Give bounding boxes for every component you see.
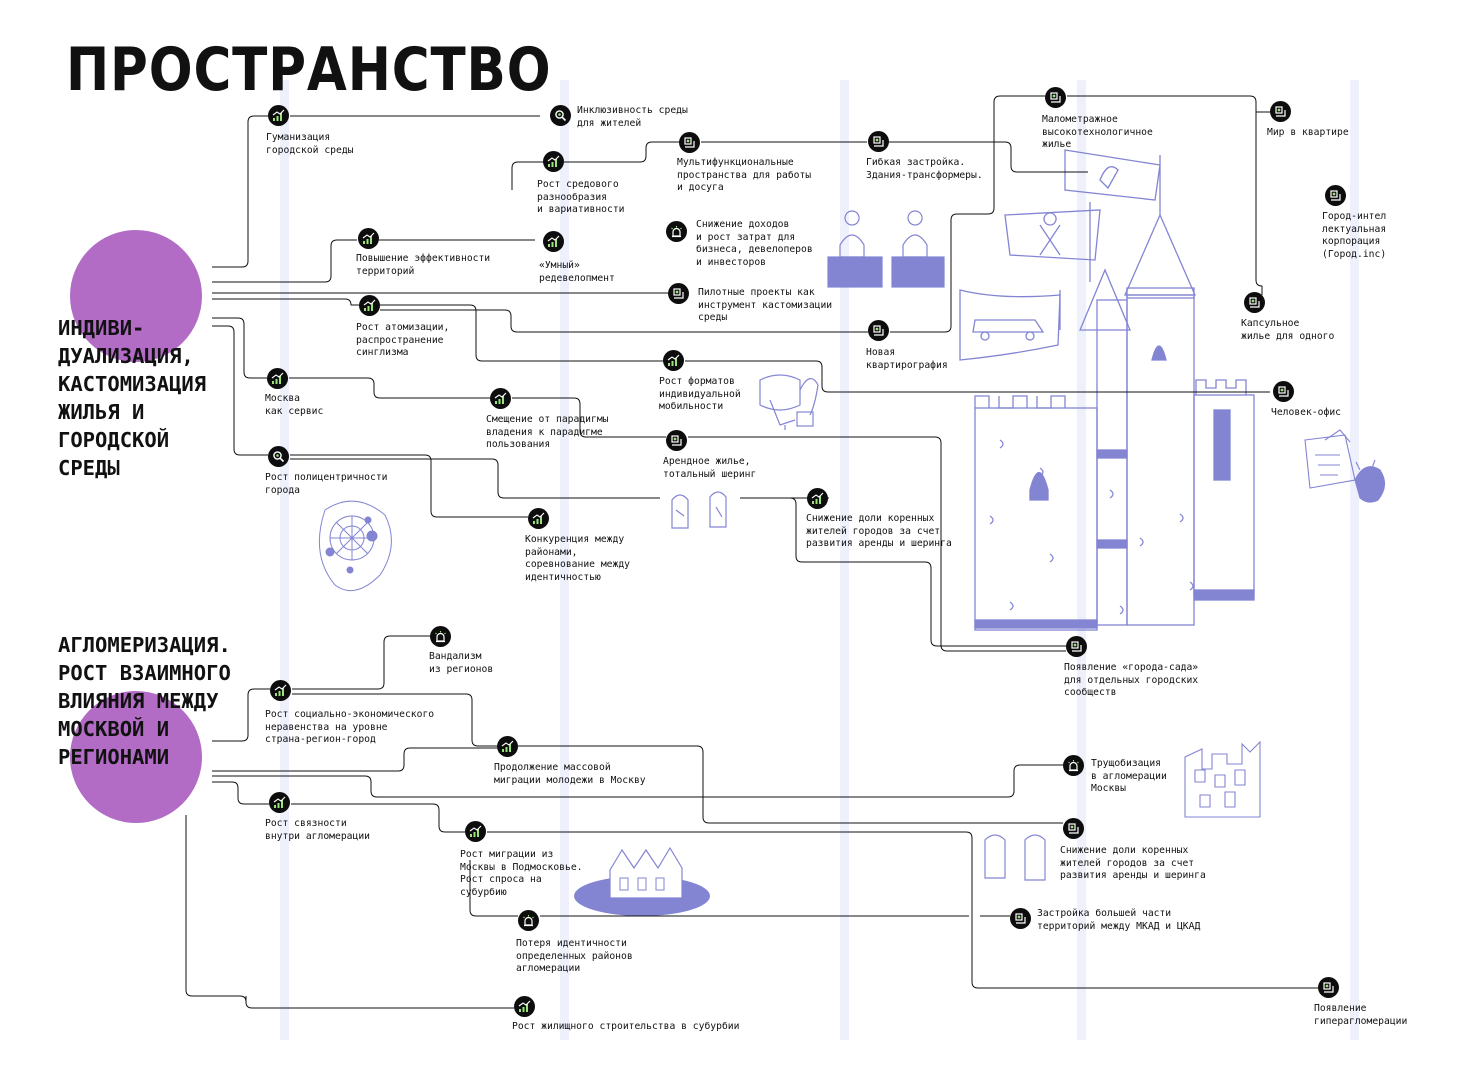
trend-icon [359, 295, 380, 316]
node-poyavlenie-giper: Появление гиперагломерации [1314, 1003, 1408, 1027]
trend-icon [490, 388, 511, 409]
individualization-heading: ИНДИВИ- ДУАЛИЗАЦИЯ, КАСТОМИЗАЦИЯ ЖИЛЬЯ И… [58, 316, 207, 480]
node-snizhenie-doli-2: Снижение доли коренных жителей городов з… [1060, 845, 1206, 882]
polycentric-map-illustration [318, 500, 392, 592]
alert-icon [666, 221, 687, 242]
agglomeration-heading: АГЛОМЕРИЗАЦИЯ. РОСТ ВЗАИМНОГО ВЛИЯНИЯ МЕ… [58, 633, 231, 769]
mobility-illustration [759, 374, 819, 430]
pattern-icon [1010, 908, 1031, 929]
node-rost-socialno: Рост социально-экономического неравенств… [265, 709, 435, 746]
node-gibkaya: Гибкая застройка. Здания-трансформеры. [866, 157, 983, 181]
trend-icon [807, 488, 828, 509]
node-rost-policentr: Рост полицентричности города [265, 472, 388, 496]
trend-icon [465, 821, 486, 842]
trend-icon [543, 231, 564, 252]
alert-icon [518, 910, 539, 931]
pattern-icon [868, 131, 889, 152]
node-rost-svyaznosti: Рост связности внутри агломерации [265, 818, 370, 842]
search-icon [550, 105, 571, 126]
pattern-icon [1063, 818, 1084, 839]
trend-icon [269, 792, 290, 813]
node-arendnoe: Арендное жилье, тотальный шеринг [663, 456, 757, 480]
node-prodolzhenie: Продолжение массовой миграции молодежи в… [494, 762, 646, 786]
pattern-icon [666, 430, 687, 451]
search-icon [268, 446, 289, 467]
pattern-icon [1318, 977, 1339, 998]
pattern-icon [1045, 87, 1066, 108]
slum-illustration [1184, 740, 1261, 818]
node-rost-atomizacii: Рост атомизации, распространение синглиз… [356, 322, 450, 359]
node-chelovek-ofis: Человек-офис [1271, 407, 1341, 418]
trend-icon [497, 736, 518, 757]
pattern-icon [1270, 101, 1291, 122]
page-title: ПРОСТРАНСТВО [66, 35, 552, 105]
individualization-circle [70, 230, 202, 362]
trend-icon [268, 105, 289, 126]
pattern-icon [679, 132, 700, 153]
node-umny: «Умный» редевелопмент [539, 260, 615, 284]
background-stripes [280, 80, 1359, 1040]
node-pilotnye: Пилотные проекты как инструмент кастомиз… [698, 287, 833, 324]
laptops-illustration [827, 210, 945, 288]
node-vandalizm: Вандализм из регионов [429, 651, 494, 675]
node-moskva-servis: Москва как сервис [265, 393, 324, 417]
node-novaya: Новая квартирография [866, 347, 948, 371]
node-konkurenciya: Конкуренция между районами, соревнование… [525, 534, 630, 583]
node-smeschenie: Смещение от парадигмы владения к парадиг… [486, 414, 609, 451]
trend-icon [663, 350, 684, 371]
hands-illustration [671, 491, 1046, 881]
node-rost-sredovogo: Рост средового разнообразия и вариативно… [537, 179, 625, 216]
pattern-icon [1244, 292, 1265, 313]
node-gorod-intel: Город-интел лектуальная корпорация (Горо… [1322, 211, 1387, 260]
node-malometr: Малометражное высокотехнологичное жилье [1042, 114, 1153, 151]
connector-lines [185, 95, 1318, 1009]
pattern-icon [668, 283, 689, 304]
trend-icon [528, 508, 549, 529]
pattern-icon [1273, 381, 1294, 402]
node-poterya: Потеря идентичности определенных районов… [516, 938, 633, 975]
pattern-icon [1325, 185, 1346, 206]
trend-icon [543, 151, 564, 172]
castle-illustration [959, 149, 1255, 631]
node-gumanizaciya: Гуманизация городской среды [266, 132, 354, 156]
trend-icon [358, 228, 379, 249]
node-snizhenie-doli-1: Снижение доли коренных жителей городов з… [806, 513, 952, 550]
node-rost-migracii: Рост миграции из Москвы в Подмосковье. Р… [460, 849, 583, 898]
node-rost-zhilischnogo: Рост жилищного строительства в субурбии [512, 1021, 740, 1032]
node-zastroyka: Застройка большей части территорий между… [1037, 908, 1201, 932]
trend-icon [267, 368, 288, 389]
pattern-icon [868, 320, 889, 341]
node-multifunkc: Мультифункциональные пространства для ра… [677, 157, 812, 194]
pattern-icon [1066, 636, 1087, 657]
node-povyshenie: Повышение эффективности территорий [356, 253, 491, 277]
node-rost-formatov: Рост форматов индивидуальной мобильности [659, 376, 741, 413]
node-mir-v-kvartire: Мир в квартире [1267, 127, 1349, 138]
suburb-houses-illustration [574, 846, 710, 916]
node-kapsulnoe: Капсульное жилье для одного [1241, 318, 1335, 342]
office-person-illustration [1304, 429, 1386, 503]
node-snizhenie-dohodov: Снижение доходов и рост затрат для бизне… [696, 219, 813, 268]
node-truscheb: Трущобизация в агломерации Москвы [1091, 758, 1167, 795]
node-poyavlenie-sada: Появление «города-сада» для отдельных го… [1064, 662, 1199, 699]
trend-icon [514, 996, 535, 1017]
alert-icon [430, 626, 451, 647]
agglomeration-circle [70, 691, 202, 823]
node-inklyuzivnost: Инклюзивность среды для жителей [577, 105, 688, 129]
trend-icon [270, 680, 291, 701]
alert-icon [1063, 755, 1084, 776]
